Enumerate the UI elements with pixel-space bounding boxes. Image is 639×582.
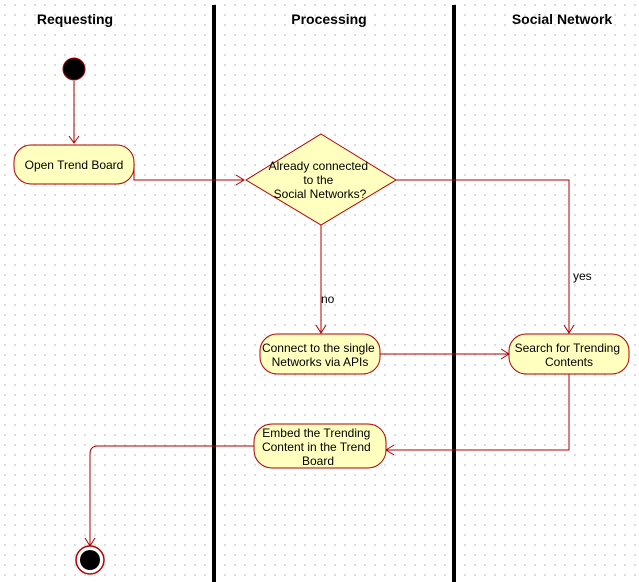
- decision-label-line: Already connected: [269, 159, 368, 173]
- action-label-line: Content in the Trend: [262, 440, 371, 454]
- edges: [68, 81, 575, 547]
- action-label: Embed the Trending Content in the Trend …: [262, 426, 374, 468]
- start-node: [62, 57, 86, 81]
- end-node-inner-dot: [80, 550, 100, 570]
- action-label-line: Connect to the single: [262, 341, 375, 355]
- decision-already-connected[interactable]: Already connected to the Social Networks…: [245, 133, 397, 226]
- edge-embed-to-end: [89, 445, 254, 546]
- action-label-line: Contents: [545, 355, 593, 369]
- lane-title-social-network: Social Network: [512, 11, 613, 27]
- arrowhead: [235, 174, 245, 186]
- action-box: [253, 423, 387, 469]
- decision-label: Already connected to the Social Networks…: [269, 159, 372, 201]
- action-open-trend-board[interactable]: Open Trend Board: [13, 144, 135, 185]
- action-box: [259, 333, 381, 375]
- action-embed-trending[interactable]: Embed the Trending Content in the Trend …: [253, 423, 387, 469]
- edge-label-yes: yes: [573, 269, 592, 283]
- edge-label-no: no: [321, 292, 335, 306]
- decision-diamond: [245, 133, 397, 226]
- action-connect-networks[interactable]: Connect to the single Networks via APIs: [259, 333, 381, 375]
- action-label: Search for Trending Contents: [515, 341, 624, 369]
- action-label: Connect to the single Networks via APIs: [262, 341, 378, 369]
- lane-title-processing: Processing: [291, 11, 366, 27]
- action-label-line: Networks via APIs: [272, 355, 369, 369]
- action-label-line: Search for Trending: [515, 341, 620, 355]
- arrowhead: [68, 135, 80, 144]
- action-box: [13, 144, 135, 185]
- arrowhead: [563, 324, 575, 334]
- edge-decision-yes-to-search: [396, 179, 570, 333]
- action-label-line: Open Trend Board: [25, 158, 124, 172]
- end-node: [75, 545, 105, 575]
- edge-open-to-decision: [133, 164, 244, 181]
- lane-title-requesting: Requesting: [37, 11, 113, 27]
- decision-label-line: Social Networks?: [274, 187, 367, 201]
- action-box: [508, 333, 630, 375]
- action-label-line: Embed the Trending: [262, 426, 370, 440]
- action-label: Open Trend Board: [25, 158, 124, 172]
- arrowhead: [315, 324, 327, 334]
- action-search-trending[interactable]: Search for Trending Contents: [508, 333, 630, 375]
- edge-search-to-embed: [386, 374, 570, 451]
- decision-label-line: to the: [303, 173, 333, 187]
- action-label-line: Board: [302, 454, 334, 468]
